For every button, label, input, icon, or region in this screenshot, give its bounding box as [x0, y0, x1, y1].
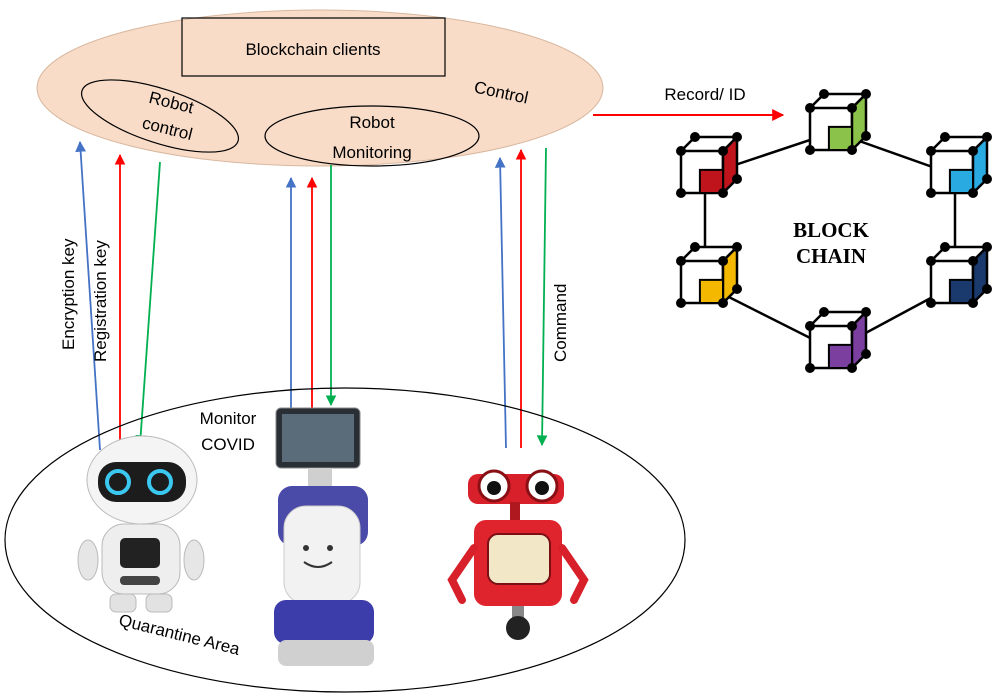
block-bottom: [805, 307, 871, 373]
chain-node-dot: [982, 174, 992, 184]
chain-node-dot: [861, 307, 871, 317]
chain-node-dot: [676, 256, 686, 266]
monitor-label-2: COVID: [201, 435, 255, 454]
chain-node-dot: [676, 298, 686, 308]
chain-node-dot: [718, 298, 728, 308]
command-label: Command: [551, 284, 570, 362]
left-command-arrow: [135, 161, 161, 447]
encryption-key-label: Encryption key: [59, 238, 78, 350]
chain-node-dot: [676, 146, 686, 156]
right-arrow-group: [494, 147, 548, 449]
clients-ellipse: [36, 9, 604, 167]
red-robot-image: [447, 469, 589, 640]
blockchain-clients-cloud: Blockchain clients Robot control Robot M…: [36, 9, 604, 167]
chain-node-dot: [982, 284, 992, 294]
chain-node-dot: [819, 89, 829, 99]
record-id-label: Record/ ID: [664, 85, 745, 104]
encryption-key-arrow: [75, 140, 101, 451]
white-robot-image: [77, 435, 205, 613]
chain-node-dot: [718, 188, 728, 198]
chain-node-dot: [732, 174, 742, 184]
command-arrow: [536, 147, 548, 447]
chain-node-dot: [926, 256, 936, 266]
chain-node-dot: [847, 321, 857, 331]
left-arrow-group: [75, 140, 161, 451]
blockchain-label-1: BLOCK: [793, 218, 870, 242]
quarantine-area-label: Quarantine Area: [117, 610, 242, 659]
blockchain-clients-box: [181, 17, 446, 77]
chain-node-dot: [968, 256, 978, 266]
chain-node-dot: [805, 145, 815, 155]
blockchain-clients-title: Blockchain clients: [245, 40, 380, 59]
chain-node-dot: [861, 89, 871, 99]
block-top: [805, 89, 871, 155]
quarantine-area-ellipse: [4, 387, 686, 693]
robot-monitoring-ellipse: [264, 105, 480, 167]
robot-monitoring-label-2: Monitoring: [332, 143, 411, 162]
block-lower-right: [926, 242, 992, 308]
blockchain-label-2: CHAIN: [796, 244, 866, 268]
chain-node-dot: [805, 363, 815, 373]
chain-node-dot: [982, 242, 992, 252]
chain-node-dot: [732, 132, 742, 142]
monitor-robot-image: [274, 407, 374, 666]
chain-node-dot: [690, 132, 700, 142]
chain-node-dot: [926, 146, 936, 156]
chain-node-dot: [690, 242, 700, 252]
robot-control-ellipse: [80, 79, 240, 153]
chain-node-dot: [926, 188, 936, 198]
chain-node-dot: [805, 103, 815, 113]
chain-node-dot: [819, 307, 829, 317]
chain-node-dot: [968, 146, 978, 156]
chain-node-dot: [861, 349, 871, 359]
registration-key-label: Registration key: [91, 240, 110, 362]
monitor-label-1: Monitor: [200, 409, 257, 428]
middle-arrow-group: [285, 165, 337, 410]
right-blue-arrow: [494, 156, 507, 449]
chain-node-dot: [982, 132, 992, 142]
chain-node-dot: [968, 298, 978, 308]
chain-node-dot: [732, 242, 742, 252]
block-upper-right: [926, 132, 992, 198]
chain-node-dot: [718, 146, 728, 156]
chain-node-dot: [732, 284, 742, 294]
chain-node-dot: [847, 145, 857, 155]
chain-node-dot: [926, 298, 936, 308]
blockchain-ring: BLOCK CHAIN: [676, 89, 992, 373]
chain-node-dot: [940, 132, 950, 142]
block-upper-left: [676, 132, 742, 198]
chain-node-dot: [805, 321, 815, 331]
chain-node-dot: [847, 103, 857, 113]
chain-node-dot: [861, 131, 871, 141]
chain-node-dot: [718, 256, 728, 266]
chain-node-dot: [968, 188, 978, 198]
robot-monitoring-label-1: Robot: [349, 113, 395, 132]
chain-node-dot: [676, 188, 686, 198]
chain-node-dot: [847, 363, 857, 373]
chain-node-dot: [940, 242, 950, 252]
block-lower-left: [676, 242, 742, 308]
